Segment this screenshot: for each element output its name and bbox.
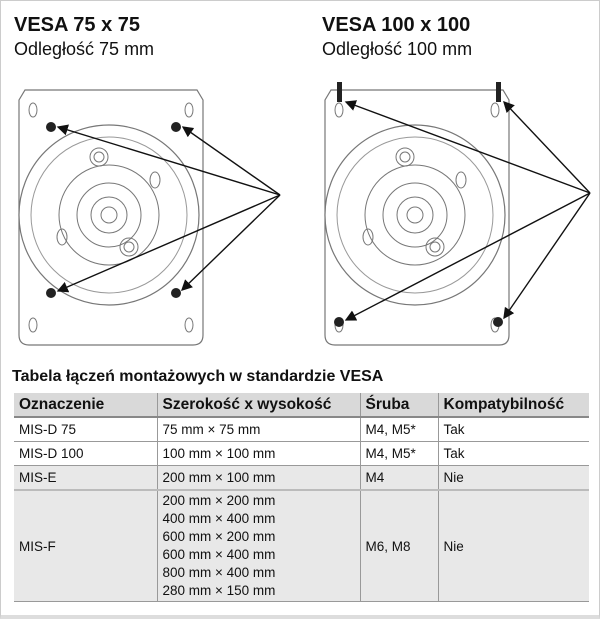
size-item: 800 mm × 400 mm bbox=[162, 565, 276, 580]
table-title: Tabela łączeń montażowych w standardzie … bbox=[12, 368, 384, 385]
vesa100-subtitle: Odległość 100 mm bbox=[322, 39, 473, 59]
cell-size: 75 mm × 75 mm bbox=[156, 417, 360, 442]
size-item: 200 mm × 200 mm bbox=[162, 493, 276, 508]
header-kompatybilnosc: Kompatybilność bbox=[437, 393, 589, 418]
cell-size: 100 mm × 100 mm bbox=[156, 441, 360, 466]
pointer-arrows bbox=[56, 100, 591, 321]
vesa75-title: VESA 75 x 75 bbox=[14, 14, 141, 36]
vesa75-subtitle: Odległość 75 mm bbox=[14, 39, 155, 59]
header-rozmiar: Szerokość x wysokość bbox=[156, 393, 360, 418]
size-item: 600 mm × 200 mm bbox=[162, 529, 276, 544]
table-row: MIS-D 100 100 mm × 100 mm M4, M5* Tak bbox=[14, 441, 589, 466]
vesa-mount-diagrams bbox=[18, 82, 591, 346]
vesa100-title: VESA 100 x 100 bbox=[322, 14, 471, 36]
cell-screw: M6, M8 bbox=[359, 490, 438, 602]
screw-holes bbox=[46, 82, 503, 327]
cell-name: MIS-D 75 bbox=[14, 417, 157, 442]
header-sruba: Śruba bbox=[359, 393, 438, 418]
size-item: 280 mm × 150 mm bbox=[162, 583, 276, 598]
size-item: 400 mm × 400 mm bbox=[162, 511, 276, 526]
cell-compat: Nie bbox=[437, 465, 589, 491]
header-oznaczenie: Oznaczenie bbox=[14, 393, 157, 418]
cell-name: MIS-D 100 bbox=[14, 441, 157, 466]
table-header: Oznaczenie Szerokość x wysokość Śruba Ko… bbox=[14, 393, 589, 418]
vesa-table: Oznaczenie Szerokość x wysokość Śruba Ko… bbox=[14, 393, 589, 602]
cell-screw: M4 bbox=[359, 465, 438, 491]
cell-screw: M4, M5* bbox=[359, 417, 438, 442]
cell-sizes: 200 mm × 200 mm 400 mm × 400 mm 600 mm ×… bbox=[156, 490, 360, 602]
cell-name: MIS-F bbox=[14, 490, 157, 602]
table-row: MIS-D 75 75 mm × 75 mm M4, M5* Tak bbox=[14, 417, 589, 442]
cell-size: 200 mm × 100 mm bbox=[156, 465, 360, 491]
cell-compat: Tak bbox=[437, 441, 589, 466]
cell-compat: Tak bbox=[437, 417, 589, 442]
size-item: 600 mm × 400 mm bbox=[162, 547, 276, 562]
table-row: MIS-F 200 mm × 200 mm 400 mm × 400 mm 60… bbox=[14, 490, 589, 602]
cell-screw: M4, M5* bbox=[359, 441, 438, 466]
cell-name: MIS-E bbox=[14, 465, 157, 491]
table-row: MIS-E 200 mm × 100 mm M4 Nie bbox=[14, 465, 589, 491]
cell-compat: Nie bbox=[437, 490, 589, 602]
